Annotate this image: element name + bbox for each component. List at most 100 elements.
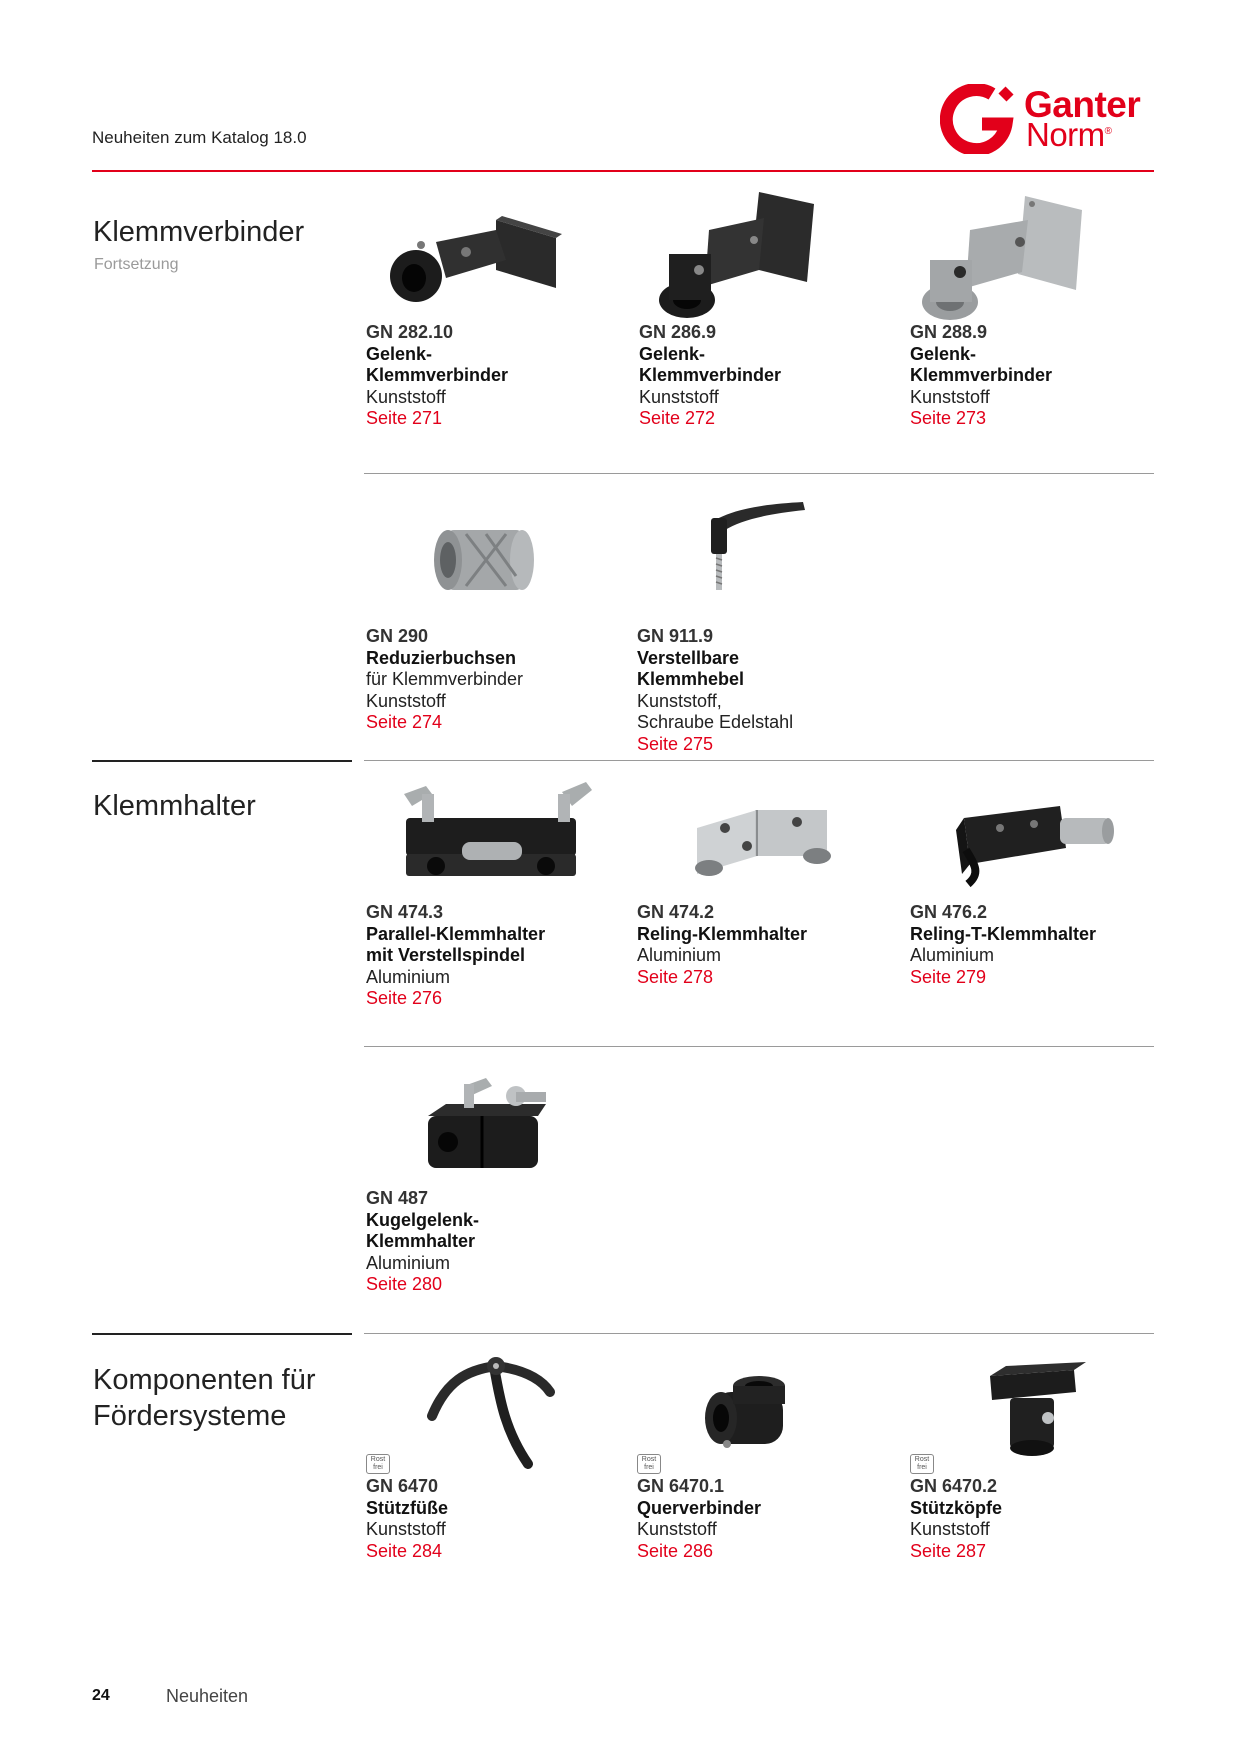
- ball-joint-clamp-icon: [428, 1078, 546, 1168]
- parallel-clamp-icon: [404, 782, 592, 876]
- product-material: Aluminium: [910, 945, 995, 965]
- ganter-logo-mark-icon: [940, 84, 1014, 154]
- product-material: für Klemmverbinder Kunststoff: [366, 669, 524, 711]
- product-card-gn-6470-1[interactable]: Rost frei GN 6470.1 Querverbinder Kunsts…: [637, 1352, 907, 1562]
- swivel-clamp-black-icon: [390, 216, 562, 302]
- product-page-link[interactable]: Seite 287: [910, 1540, 987, 1561]
- product-card-gn-474-2[interactable]: GN 474.2 Reling-Klemmhalter Aluminium Se…: [637, 778, 907, 988]
- page-number: 24: [92, 1687, 110, 1704]
- product-code: GN 6470.2: [910, 1476, 998, 1496]
- product-image: [637, 496, 907, 606]
- product-card-gn-290[interactable]: GN 290 Reduzierbuchsen für Klemmverbinde…: [366, 496, 636, 734]
- product-name: Stützfüße: [366, 1497, 448, 1518]
- product-material: Aluminium: [366, 966, 451, 987]
- row-divider: [364, 473, 1154, 474]
- product-material: Kunststoff: [639, 386, 719, 407]
- rail-t-clamp-icon: [956, 806, 1114, 888]
- product-code: GN 6470.1: [637, 1476, 725, 1496]
- header-title: Neuheiten zum Katalog 18.0: [92, 128, 307, 147]
- product-material: Kunststoff: [910, 386, 990, 407]
- product-image: [910, 190, 1180, 320]
- product-name: Stützköpfe: [910, 1497, 1002, 1518]
- product-page-link[interactable]: Seite 274: [366, 712, 443, 732]
- product-image: [639, 190, 909, 320]
- row-divider: [364, 1333, 1154, 1334]
- swivel-clamp-flange-black-icon: [659, 192, 814, 318]
- product-material: Kunststoff: [366, 386, 446, 407]
- ganter-norm-logo: Ganter Norm®: [940, 84, 1160, 154]
- clamping-lever-icon: [711, 502, 805, 590]
- footer-label: Neuheiten: [166, 1686, 249, 1706]
- section-title-klemmhalter: Klemmhalter: [93, 790, 256, 822]
- product-name: Gelenk- Klemmverbinder: [366, 343, 509, 386]
- row-divider: [364, 1046, 1154, 1047]
- support-foot-icon: [427, 1357, 555, 1469]
- product-card-gn-286-9[interactable]: GN 286.9 Gelenk- Klemmverbinder Kunststo…: [639, 190, 909, 430]
- logo-text-norm: Norm®: [1026, 116, 1112, 153]
- product-card-gn-288-9[interactable]: GN 288.9 Gelenk- Klemmverbinder Kunststo…: [910, 190, 1180, 430]
- product-code: GN 487: [366, 1188, 429, 1208]
- product-code: GN 282.10: [366, 322, 454, 342]
- product-image: [910, 778, 1180, 900]
- product-image: [366, 496, 636, 606]
- section-title-foerdersysteme: Komponenten für Fördersysteme: [93, 1364, 316, 1432]
- product-material: Aluminium: [366, 1252, 451, 1273]
- product-image: Rost frei: [910, 1352, 1180, 1474]
- product-code: GN 290: [366, 626, 429, 646]
- product-material: Aluminium: [637, 945, 722, 965]
- product-page-link[interactable]: Seite 273: [910, 408, 987, 428]
- product-code: GN 474.2: [637, 902, 715, 922]
- product-code: GN 476.2: [910, 902, 988, 922]
- product-name: Gelenk- Klemmverbinder: [910, 343, 1053, 386]
- product-page-link[interactable]: Seite 278: [637, 966, 714, 987]
- product-card-gn-6470-2[interactable]: Rost frei GN 6470.2 Stützköpfe Kunststof…: [910, 1352, 1180, 1562]
- product-name: Parallel-Klemmhalter mit Verstellspindel: [366, 923, 546, 966]
- section-rule: [92, 1333, 352, 1335]
- section-title-klemmverbinder: Klemmverbinder: [93, 216, 305, 248]
- product-image: [366, 1066, 636, 1186]
- product-name: Reduzierbuchsen: [366, 647, 517, 668]
- product-image: [637, 778, 907, 900]
- product-material: Kunststoff: [910, 1519, 990, 1539]
- product-page-link[interactable]: Seite 271: [366, 408, 443, 428]
- product-code: GN 911.9: [637, 626, 714, 646]
- logo-text-ganter: Ganter: [1024, 84, 1141, 125]
- product-code: GN 288.9: [910, 322, 988, 342]
- product-card-gn-911-9[interactable]: GN 911.9 Verstellbare Klemmhebel Kunstst…: [637, 496, 907, 755]
- product-name: Reling-T-Klemmhalter: [910, 923, 1097, 944]
- product-card-gn-282-10[interactable]: GN 282.10 Gelenk- Klemmverbinder Kunstst…: [366, 190, 636, 430]
- product-code: GN 474.3: [366, 902, 444, 922]
- product-card-gn-476-2[interactable]: GN 476.2 Reling-T-Klemmhalter Aluminium …: [910, 778, 1180, 988]
- section-rule: [92, 760, 352, 762]
- product-page-link[interactable]: Seite 280: [366, 1274, 443, 1294]
- product-image: Rost frei: [366, 1352, 636, 1474]
- product-page-link[interactable]: Seite 272: [639, 408, 716, 428]
- product-name: Kugelgelenk- Klemmhalter: [366, 1209, 480, 1252]
- product-page-link[interactable]: Seite 279: [910, 966, 987, 987]
- product-material: Kunststoff: [366, 1519, 446, 1539]
- product-page-link[interactable]: Seite 275: [637, 733, 714, 754]
- row-divider: [364, 760, 1154, 761]
- swivel-clamp-flange-grey-icon: [922, 196, 1082, 320]
- product-card-gn-474-3[interactable]: GN 474.3 Parallel-Klemmhalter mit Verste…: [366, 778, 636, 1010]
- product-image: [366, 190, 636, 320]
- section-subtitle: Fortsetzung: [94, 256, 179, 273]
- product-name: Querverbinder: [637, 1497, 762, 1518]
- cross-connector-icon: [705, 1376, 785, 1448]
- product-card-gn-6470[interactable]: Rost frei GN 6470 Stützfüße Kunststoff S…: [366, 1352, 636, 1562]
- rostfrei-badge-icon: Rost frei: [910, 1454, 934, 1474]
- product-image: [366, 778, 636, 900]
- rail-clamp-icon: [695, 810, 831, 876]
- product-name: Reling-Klemmhalter: [637, 923, 808, 944]
- product-code: GN 286.9: [639, 322, 717, 342]
- header-rule: [92, 170, 1154, 172]
- product-page-link[interactable]: Seite 284: [366, 1540, 443, 1561]
- rostfrei-badge-icon: Rost frei: [637, 1454, 661, 1474]
- product-code: GN 6470: [366, 1476, 439, 1496]
- reducing-bushing-icon: [434, 530, 534, 590]
- product-card-gn-487[interactable]: GN 487 Kugelgelenk- Klemmhalter Aluminiu…: [366, 1066, 636, 1296]
- product-page-link[interactable]: Seite 286: [637, 1540, 714, 1561]
- product-name: Gelenk- Klemmverbinder: [639, 343, 782, 386]
- rostfrei-badge-icon: Rost frei: [366, 1454, 390, 1474]
- product-page-link[interactable]: Seite 276: [366, 988, 443, 1008]
